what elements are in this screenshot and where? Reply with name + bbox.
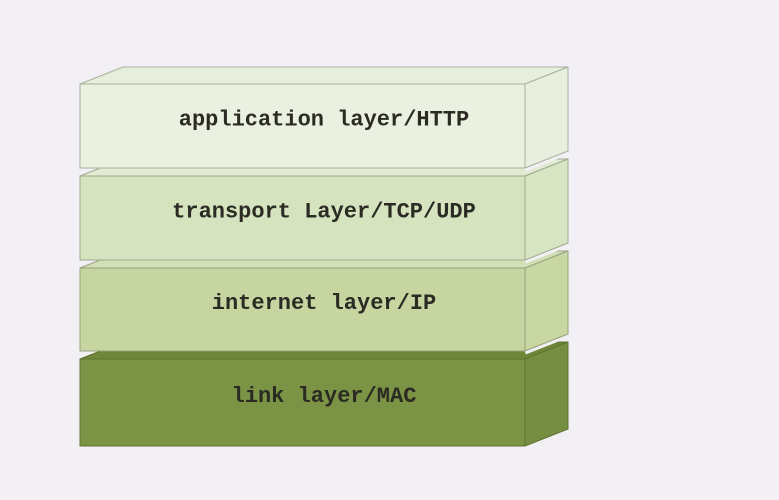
layer-side-face-application xyxy=(524,66,569,169)
layer-front-face-application xyxy=(79,83,526,169)
layer-gap xyxy=(524,241,569,264)
layer-box-transport: transport Layer/TCP/UDP xyxy=(79,158,569,264)
layer-front-face-link xyxy=(79,358,526,447)
layer-gap xyxy=(524,332,569,355)
layer-label-link: link layer/MAC xyxy=(232,384,417,409)
layer-front-face-internet xyxy=(79,267,526,352)
layer-box-internet: internet layer/IP xyxy=(79,250,569,355)
layer-side-face-internet xyxy=(524,250,569,352)
layer-gap xyxy=(524,149,569,172)
layer-side-face-transport xyxy=(524,158,569,261)
layer-box-link: link layer/MAC xyxy=(79,341,569,447)
layer-label-transport: transport Layer/TCP/UDP xyxy=(172,200,476,225)
layer-front-face-transport xyxy=(79,175,526,261)
layer-box-application: application layer/HTTP xyxy=(79,66,569,172)
layer-label-application: application layer/HTTP xyxy=(179,108,469,133)
layer-side-face-link xyxy=(524,341,569,447)
layer-top-face-application xyxy=(79,66,569,85)
layer-label-internet: internet layer/IP xyxy=(212,291,436,316)
